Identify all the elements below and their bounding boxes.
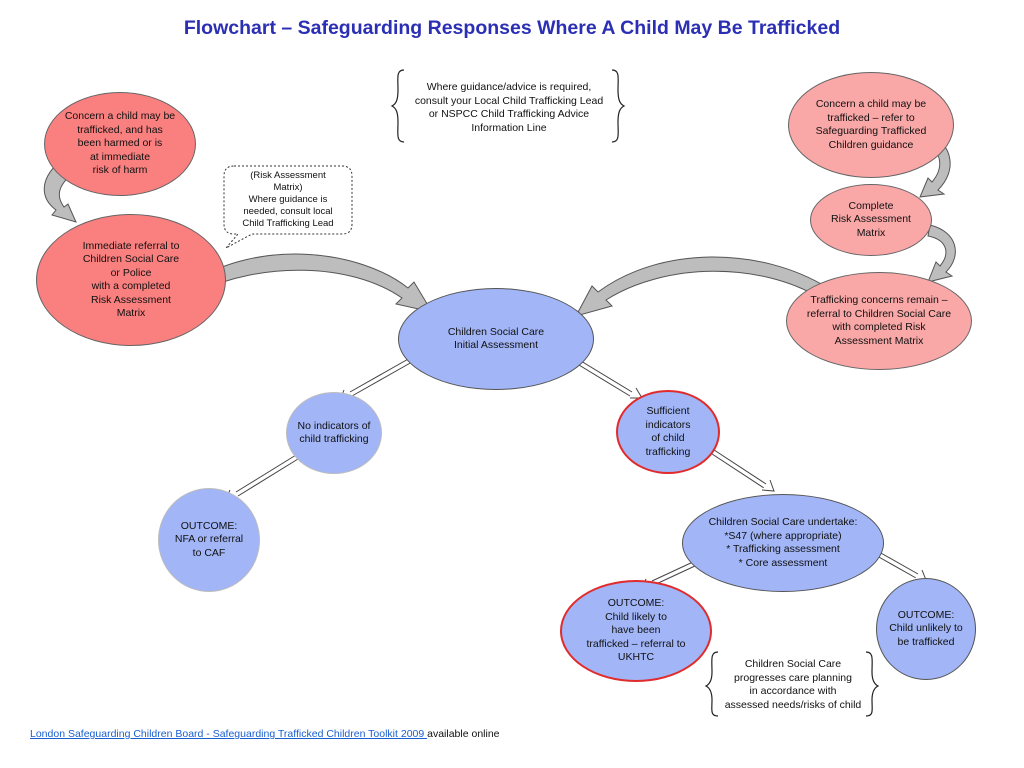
concern-refer-node: Concern a child may be trafficked – refe… (788, 72, 954, 178)
curved-arrow-referral-to-assessment (189, 253, 434, 313)
concerns-remain-node: Trafficking concerns remain – referral t… (786, 272, 972, 370)
risk-matrix-callout-bubble (223, 165, 353, 249)
care-planning-note: Children Social Care progresses care pla… (724, 658, 862, 711)
risk-matrix-callout-text: (Risk Assessment Matrix) Where guidance … (242, 170, 334, 229)
csc-undertake-node: Children Social Care undertake: *S47 (wh… (682, 494, 884, 592)
outcome-likely-node: OUTCOME: Child likely to have been traff… (560, 580, 712, 682)
outcome-nfa-node: OUTCOME: NFA or referral to CAF (158, 488, 260, 592)
footer-suffix: available online (427, 728, 500, 740)
brace-right-guidance (611, 69, 626, 143)
guidance-note: Where guidance/advice is required, consu… (414, 81, 604, 134)
initial-assessment-node: Children Social Care Initial Assessment (398, 288, 594, 390)
no-indicators-node: No indicators of child trafficking (286, 392, 382, 474)
page-title: Flowchart – Safeguarding Responses Where… (183, 17, 841, 39)
arrow-assessment-to-sufficient (573, 357, 643, 399)
brace-left-guidance (390, 69, 405, 143)
curved-arrow-right-mid (927, 224, 956, 283)
toolkit-link[interactable]: London Safeguarding Children Board - Saf… (30, 728, 428, 740)
curved-arrow-left-harm (43, 162, 77, 223)
concern-harmed-node: Concern a child may be trafficked, and h… (44, 92, 196, 196)
immediate-referral-node: Immediate referral to Children Social Ca… (36, 214, 226, 346)
arrow-sufficient-to-undertake (705, 445, 775, 492)
sufficient-indicators-node: Sufficient indicators of child trafficki… (616, 390, 720, 474)
outcome-unlikely-node: OUTCOME: Child unlikely to be trafficked (876, 578, 976, 680)
brace-left-care (704, 651, 719, 717)
complete-matrix-node: Complete Risk Assessment Matrix (810, 184, 932, 256)
footer-citation: London Safeguarding Children Board - Saf… (30, 728, 500, 740)
arrow-no-indicators-to-nfa (225, 454, 299, 500)
brace-right-care (865, 651, 880, 717)
